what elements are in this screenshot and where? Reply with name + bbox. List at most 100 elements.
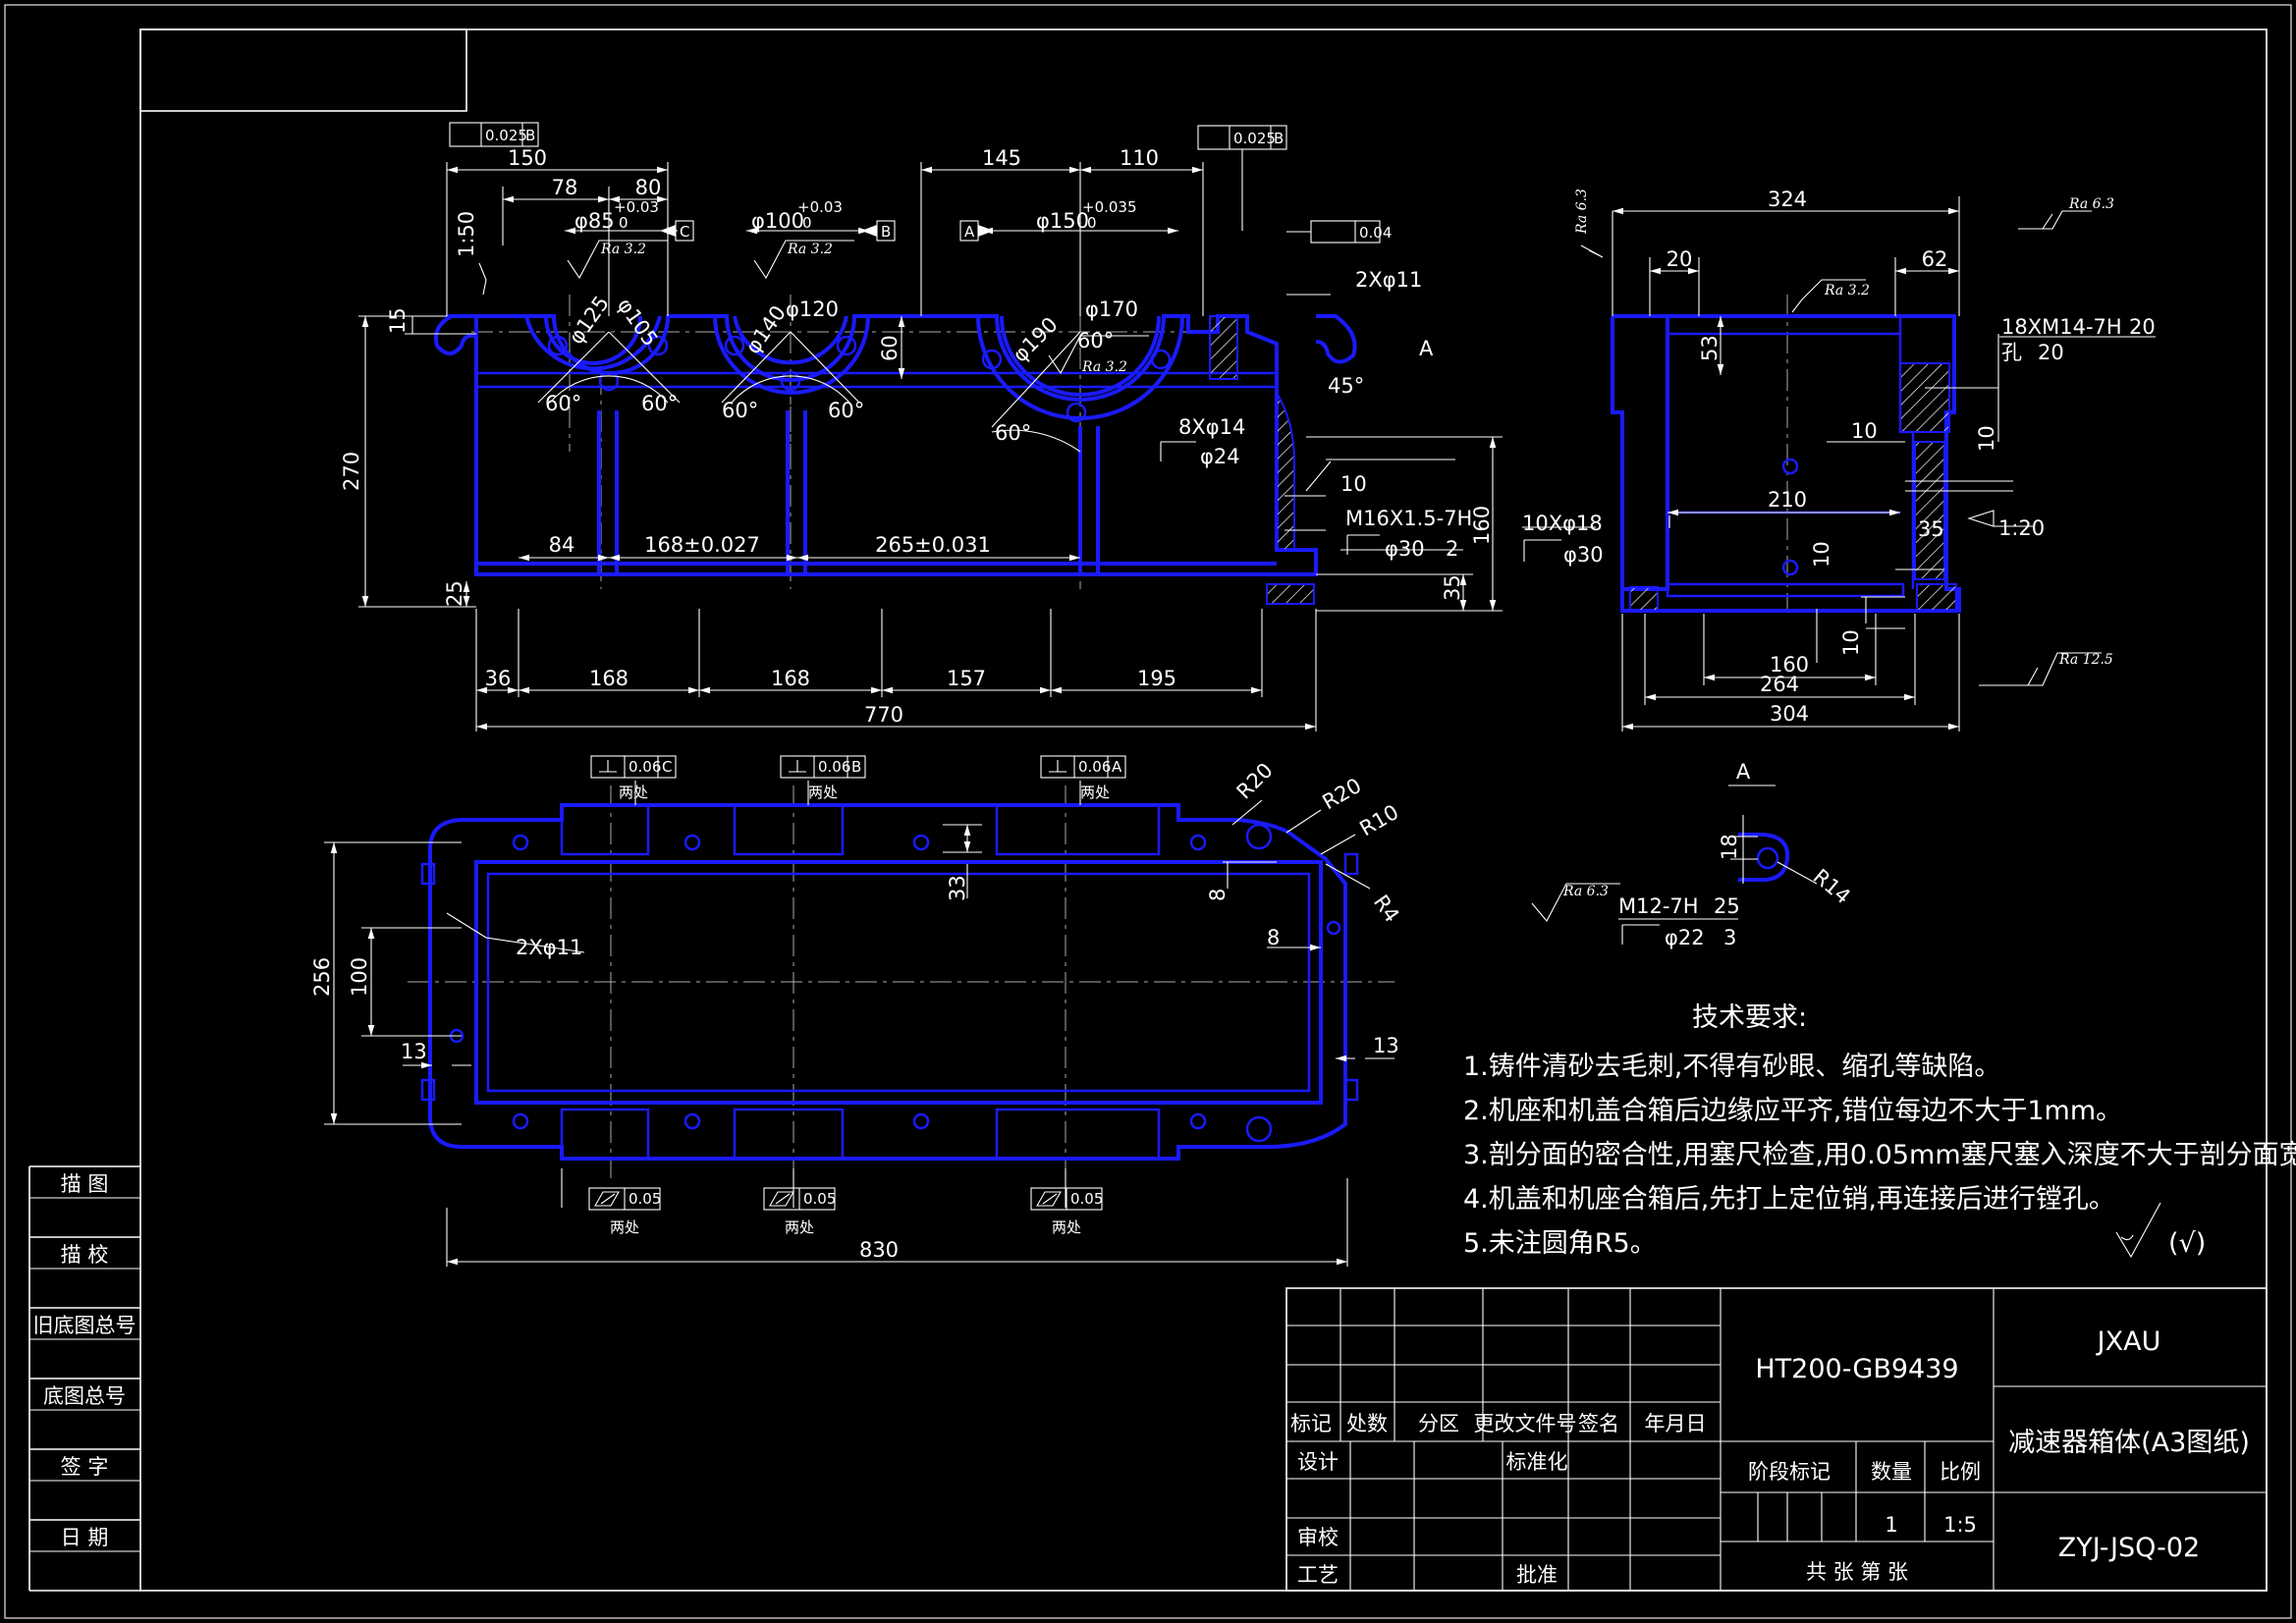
twice-note: 两处 bbox=[610, 1218, 639, 1236]
strip-label: 底图总号 bbox=[43, 1384, 126, 1408]
tol: 0 bbox=[619, 214, 629, 232]
dim: 830 bbox=[859, 1238, 899, 1262]
dim: 157 bbox=[947, 667, 986, 690]
roughness: Ra 3.2 bbox=[1824, 283, 1870, 298]
dim: 10 bbox=[1839, 629, 1863, 656]
dia: φ105 bbox=[613, 294, 663, 351]
twice-note: 两处 bbox=[1080, 784, 1110, 801]
roughness-symbol-icon bbox=[2115, 1202, 2161, 1259]
strip-label: 签 字 bbox=[61, 1455, 109, 1479]
roughness: Ra 6.3 bbox=[1574, 189, 1590, 235]
angle: 45° bbox=[1328, 374, 1364, 398]
datum: C bbox=[680, 223, 689, 241]
strip-label: 旧底图总号 bbox=[33, 1314, 137, 1337]
dim: 210 bbox=[1768, 488, 1807, 512]
hole-depth-label: 孔 bbox=[2001, 341, 2022, 364]
dia: φ120 bbox=[786, 298, 839, 321]
datum-ref: B bbox=[1274, 130, 1284, 147]
tb-design: 设计 bbox=[1297, 1450, 1339, 1474]
dim: 195 bbox=[1137, 667, 1176, 690]
dim: 270 bbox=[340, 452, 363, 491]
roughness: Ra 6.3 bbox=[2068, 196, 2114, 212]
radius: R10 bbox=[1356, 800, 1403, 840]
dim: 10 bbox=[1851, 419, 1878, 443]
technical-requirements: 技术要求: 1.铸件清砂去毛刺,不得有砂眼、缩孔等缺陷。 2.机座和机盖合箱后边… bbox=[1463, 1002, 2296, 1259]
dim: 60 bbox=[878, 335, 902, 361]
tb-part-name: 减速器箱体(A3图纸) bbox=[2008, 1428, 2250, 1458]
perp-tol: 0.06 bbox=[1078, 758, 1111, 776]
front-view: 0.025 B 0.025 B 0.04 150 78 80 145 110 φ… bbox=[340, 122, 1503, 731]
dia: φ190 bbox=[1009, 312, 1063, 366]
dim: 256 bbox=[310, 957, 334, 997]
tol: 0 bbox=[1087, 214, 1097, 232]
dim: 62 bbox=[1922, 247, 1948, 271]
dim: 35 bbox=[1918, 517, 1944, 541]
tb-process: 工艺 bbox=[1297, 1563, 1339, 1587]
depth: 20 bbox=[2038, 341, 2064, 364]
radius: R14 bbox=[1809, 864, 1855, 908]
datum: A bbox=[1112, 758, 1122, 776]
counterbore: φ24 bbox=[1200, 445, 1240, 468]
dim: 145 bbox=[982, 146, 1021, 170]
thread: 18XM14-7H bbox=[2001, 315, 2122, 339]
dia: φ170 bbox=[1085, 298, 1138, 321]
sheet-frame bbox=[4, 4, 2292, 1619]
dim: 10 bbox=[1810, 541, 1833, 568]
holes: 8Xφ14 bbox=[1178, 415, 1245, 439]
flatness-value: 0.025 bbox=[485, 127, 527, 144]
tb-header: 年月日 bbox=[1645, 1412, 1707, 1435]
dim: 13 bbox=[401, 1040, 427, 1063]
tol: +0.03 bbox=[614, 198, 659, 216]
twice-note: 两处 bbox=[785, 1218, 814, 1236]
radius: R20 bbox=[1319, 774, 1366, 814]
datum: C bbox=[662, 758, 672, 776]
general-roughness: (√) bbox=[2168, 1228, 2206, 1259]
tb-scale: 1:5 bbox=[1943, 1513, 1977, 1537]
dim: 168 bbox=[771, 667, 810, 690]
cyl-tol: 0.05 bbox=[803, 1190, 836, 1208]
slope: 1:50 bbox=[455, 211, 478, 257]
dim: 168±0.027 bbox=[644, 533, 760, 557]
twice-note: 两处 bbox=[1052, 1218, 1081, 1236]
strip-label: 描 图 bbox=[61, 1172, 109, 1196]
roughness: Ra 6.3 bbox=[1562, 884, 1609, 899]
depth: 3 bbox=[1723, 926, 1736, 949]
tb-header: 标记 bbox=[1290, 1412, 1332, 1435]
tb-quantity-label: 数量 bbox=[1871, 1460, 1912, 1484]
datum-ref: B bbox=[525, 127, 535, 144]
requirement-item: 4.机盖和机座合箱后,先打上定位销,再连接后进行镗孔。 bbox=[1463, 1184, 2115, 1215]
dim: 84 bbox=[549, 533, 575, 557]
counterbore: φ30 bbox=[1563, 543, 1604, 567]
angle: 60° bbox=[828, 399, 864, 422]
angle: 60° bbox=[1077, 329, 1114, 352]
angle: 60° bbox=[722, 399, 758, 422]
top-view: 0.06 C 0.06 B 0.06 A 两处 两处 两处 0.05 0.05 … bbox=[310, 755, 1404, 1267]
dim: 265±0.031 bbox=[875, 533, 991, 557]
twice-note: 两处 bbox=[808, 784, 838, 801]
dim: 770 bbox=[864, 703, 903, 727]
dim: 8 bbox=[1206, 889, 1230, 901]
tol: +0.03 bbox=[797, 198, 843, 216]
dim: 15 bbox=[386, 307, 410, 334]
dim: 35 bbox=[1441, 574, 1464, 601]
depth: 25 bbox=[1714, 894, 1740, 918]
detail-a-view: A 18 R14 Ra 6.3 M12-7H 25 φ22 3 bbox=[1531, 760, 1855, 949]
tb-quantity: 1 bbox=[1885, 1513, 1897, 1537]
flatness-value: 0.04 bbox=[1359, 224, 1392, 242]
angle: 60° bbox=[545, 392, 581, 415]
dim: 150 bbox=[508, 146, 547, 170]
tb-sheets: 共 张 第 张 bbox=[1806, 1560, 1908, 1584]
dia: φ125 bbox=[564, 292, 614, 349]
tb-stage-mark: 阶段标记 bbox=[1748, 1460, 1831, 1484]
title-block: 标记 处数 分区 更改文件号 签名 年月日 设计 标准化 审校 工艺 批准 HT… bbox=[1285, 1287, 2268, 1592]
dim: 160 bbox=[1770, 653, 1809, 676]
datum: A bbox=[964, 223, 975, 241]
strip-label: 日 期 bbox=[61, 1526, 109, 1549]
holes: 2Xφ11 bbox=[516, 936, 582, 959]
tb-standardize: 标准化 bbox=[1506, 1450, 1568, 1474]
bore-dim: φ100 bbox=[751, 209, 804, 233]
radius: R4 bbox=[1369, 891, 1404, 927]
roughness: Ra 3.2 bbox=[1081, 359, 1127, 375]
requirement-item: 3.剖分面的密合性,用塞尺检查,用0.05mm塞尺塞入深度不大于剖分面宽度的1/… bbox=[1463, 1140, 2296, 1170]
roughness: Ra 3.2 bbox=[787, 242, 833, 257]
